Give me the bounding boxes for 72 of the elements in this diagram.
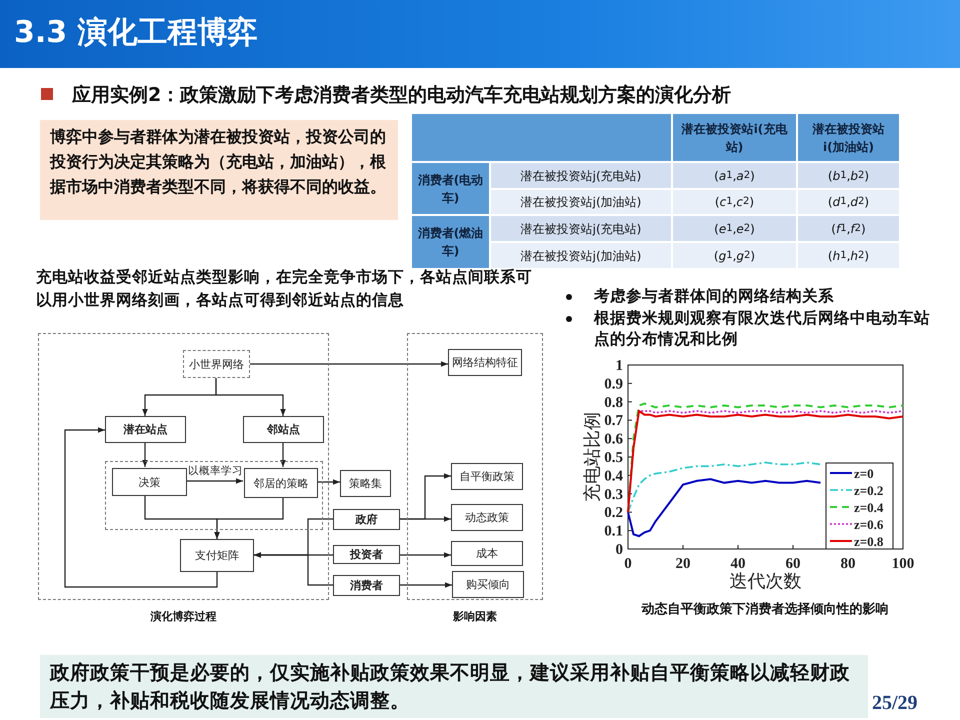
table-header-cell: 潜在被投资站i(加油站) — [797, 113, 900, 162]
note-box: 博弈中参与者群体为潜在被投资站，投资公司的投资行为决定其策略为（充电站，加油站），根据市场中消费者类型不同，将获得不同的收益。 — [40, 120, 398, 220]
chart-caption: 动态自平衡政策下消费者选择倾向性的影响 — [640, 601, 890, 618]
description-text: 充电站收益受邻近站点类型影响，在完全竞争市场下，各站点间联系可以用小世界网络刻画，各站点可得到邻近站点的信息 — [36, 267, 533, 311]
arrow — [214, 497, 284, 539]
table-header-cell: 潜在被投资站i(充电站) — [672, 113, 797, 162]
process-box: 决策 — [112, 468, 187, 496]
arrow — [400, 516, 451, 522]
process-box: 网络结构特征 — [448, 349, 522, 376]
row-header-cell: 消费者(电动车) — [411, 162, 490, 215]
axis-title: 迭代次数 — [730, 571, 802, 592]
process-box: 动态政策 — [451, 504, 523, 531]
arrow — [215, 378, 286, 416]
tick-label: 40 — [730, 556, 746, 572]
arrow — [400, 582, 452, 588]
process-box: 自平衡政策 — [451, 463, 523, 490]
arrow — [142, 443, 148, 467]
section-heading: 应用实例2：政策激励下考虑消费者类型的电动汽车充电站规划方案的演化分析 — [72, 83, 732, 108]
legend-label: z=0.8 — [854, 534, 884, 549]
process-box: 小世界网络 — [183, 350, 250, 378]
arrow — [64, 427, 218, 588]
edge-label: 以概率学习 — [188, 465, 243, 477]
process-box: 政府 — [333, 509, 400, 530]
tick-label: 0.7 — [604, 413, 623, 430]
tick-label: 1 — [616, 358, 623, 374]
arrow — [280, 443, 286, 467]
group-caption: 演化博弈过程 — [150, 609, 218, 624]
tick-label: 20 — [676, 556, 690, 572]
slide-title: 3.3 演化工程博弈 — [14, 14, 258, 52]
conclusion-box: 政府政策干预是必要的，仅实施补贴政策效果不明显，建议采用补贴自平衡策略以减轻财政压力，补贴和税收随发展情况动态调整。 — [40, 655, 868, 718]
tick-label: 0.5 — [604, 450, 623, 466]
legend-label: z=0.6 — [854, 517, 884, 532]
tick-label: 0.6 — [604, 432, 623, 448]
bullet-text: 根据费米规则观察有限次迭代后网络中电动车站点的分布情况和比例 — [594, 308, 931, 350]
tick-label: 80 — [840, 556, 856, 572]
process-box: 策略集 — [340, 470, 391, 497]
tick-label: 0.3 — [604, 486, 623, 503]
process-box: 消费者 — [333, 575, 400, 596]
table-cell: 潜在被投资站j(加油站) — [490, 189, 672, 215]
tick-label: 0.8 — [604, 394, 623, 411]
axis-title: 充电站比例 — [582, 412, 603, 502]
legend-label: z=0.2 — [854, 483, 884, 498]
tick-label: 0.4 — [604, 468, 623, 484]
tick-label: 0 — [624, 556, 632, 572]
tick-label: 0.2 — [604, 505, 623, 522]
process-box: 支付矩阵 — [180, 539, 254, 572]
legend-label: z=0 — [854, 466, 874, 481]
process-box: 潜在站点 — [105, 416, 186, 443]
arrow — [250, 361, 448, 367]
table-cell: 潜在被投资站j(充电站) — [490, 215, 672, 242]
table-cell: 潜在被投资站j(加油站) — [490, 242, 672, 269]
table-cell: 潜在被投资站j(充电站) — [490, 162, 672, 189]
tick-label: 60 — [786, 556, 800, 572]
page-number: 25/29 — [872, 692, 918, 715]
bullet-text: 考虑参与者群体间的网络结构关系 — [594, 286, 835, 307]
process-box: 邻居的策略 — [244, 468, 318, 498]
legend-label: z=0.4 — [854, 500, 884, 515]
process-box: 邻站点 — [243, 416, 324, 443]
arrow — [317, 479, 340, 485]
dashed-group-frame — [105, 461, 323, 530]
process-box: 购买倾向 — [452, 571, 524, 598]
arrow — [254, 552, 333, 586]
tick-label: 0.9 — [604, 376, 623, 392]
group-caption: 影响因素 — [452, 609, 498, 624]
tick-label: 100 — [892, 556, 914, 572]
arrow — [400, 552, 451, 558]
row-header-cell: 消费者(燃油车) — [411, 215, 490, 269]
process-box: 投资者 — [333, 545, 400, 564]
arrow — [186, 478, 243, 484]
tick-label: 0.1 — [604, 524, 623, 540]
tick-label: 0 — [616, 542, 623, 558]
process-box: 成本 — [451, 541, 523, 566]
